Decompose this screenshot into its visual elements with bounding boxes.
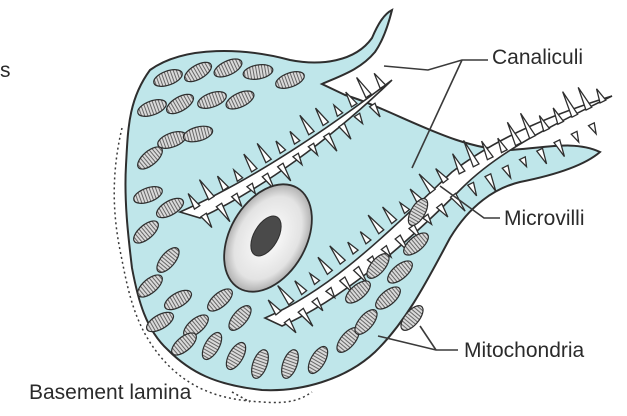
microvillus [589,123,597,134]
basement-lamina-label: Basement lamina [29,382,191,403]
mitochondria-label: Mitochondria [464,340,584,361]
microvillus [357,77,372,97]
microvillus [571,131,578,142]
microvillus [374,73,385,88]
basement-lamina-leader [232,392,250,402]
mitochondria-leader [378,336,458,350]
microvilli-label: Microvilli [504,208,585,229]
canaliculi-leader [384,60,488,70]
canaliculi-label: Canaliculi [492,47,583,68]
partial-edge-label: s [0,60,11,81]
